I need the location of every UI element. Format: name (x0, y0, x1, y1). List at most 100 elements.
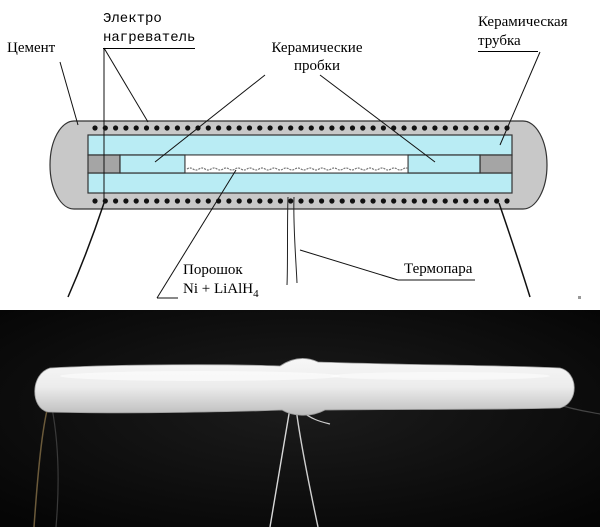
heater-dot (308, 125, 314, 131)
heater-dot (267, 198, 273, 204)
heater-dot (123, 198, 129, 204)
heater-dot (360, 125, 366, 131)
label-tube-line2: трубка (478, 32, 538, 52)
heater-dot (504, 198, 510, 204)
heater-dot (236, 125, 242, 131)
label-thermocouple: Термопара (404, 261, 472, 277)
heater-dot (226, 125, 232, 131)
heater-dot (143, 125, 150, 131)
heater-dot (360, 198, 366, 204)
powder-texture (186, 167, 410, 171)
label-tube: Керамическая трубка (478, 13, 568, 52)
photo-heater-lead-left-2 (51, 407, 59, 527)
heater-dot (463, 125, 469, 131)
heater-dot (370, 198, 376, 204)
heater-dot (432, 125, 438, 131)
heater-dot (277, 198, 283, 204)
photo-thermocouple-wire-1 (269, 407, 291, 527)
heater-dot (102, 198, 108, 204)
label-plugs-line1: Керамические (271, 40, 363, 56)
leader-plugs-left (154, 74, 266, 163)
heater-dot (432, 198, 438, 204)
heater-lead-right (498, 202, 531, 298)
photo-thermocouple-wire-2 (295, 407, 319, 527)
photo-heater-lead-left (33, 405, 49, 527)
heater-dot (185, 125, 191, 131)
label-heater-line2: нагреватель (103, 29, 196, 49)
heater-dot (257, 198, 263, 204)
label-powder-subscript: 4 (253, 288, 259, 300)
heater-dot (339, 198, 345, 204)
heater-dot (483, 198, 489, 204)
heater-dot (473, 125, 479, 131)
heater-dot (380, 198, 386, 204)
leader-plugs-right (319, 74, 436, 163)
label-plugs: Керамические пробки (257, 39, 377, 75)
label-thermocouple-text: Термопара (404, 261, 473, 277)
heater-dot (288, 198, 294, 204)
heater-dot (174, 125, 180, 131)
heater-dot (339, 125, 345, 131)
heater-dot (123, 125, 129, 131)
heater-dot (494, 198, 500, 204)
schematic-diagram (49, 47, 581, 299)
sample-photo (0, 310, 600, 527)
label-cement: Цемент (7, 40, 55, 56)
ceramic-tube-bottom (87, 172, 513, 194)
heater-dot (205, 125, 211, 131)
heater-coil-top (92, 125, 510, 131)
heater-dot (236, 198, 242, 204)
heater-dot (308, 198, 314, 204)
label-cement-text: Цемент (7, 40, 56, 56)
leader-lines (59, 47, 541, 299)
heater-dot (319, 125, 325, 131)
heater-dot (154, 198, 160, 204)
ceramic-plug-right (407, 154, 481, 174)
leader-tube (499, 51, 541, 146)
label-powder-formula: Ni + LiAlH (183, 281, 254, 297)
heater-dot (349, 198, 356, 204)
photo-background (0, 310, 600, 527)
ceramic-tube-top (87, 134, 513, 156)
heater-dot (452, 125, 459, 131)
heater-dot (329, 198, 335, 204)
label-powder-formula-row: Ni + LiAlH4 (183, 280, 259, 304)
heater-dot (246, 198, 253, 204)
heater-dot (411, 198, 417, 204)
powder-sample (184, 154, 409, 174)
heater-dot (133, 125, 139, 131)
heater-dot (205, 198, 211, 204)
heater-dot (92, 198, 98, 204)
heater-dot (267, 125, 273, 131)
leader-cement (59, 61, 79, 126)
heater-dot (452, 198, 459, 204)
heater-dot (349, 125, 356, 131)
label-tube-line1: Керамическая (478, 14, 568, 30)
heater-dot (329, 125, 335, 131)
heater-dot (288, 125, 294, 131)
leader-heater-top (103, 47, 149, 123)
heater-dot (174, 198, 180, 204)
heater-dot (216, 125, 222, 131)
heater-dot (113, 125, 119, 131)
heater-dot (401, 198, 407, 204)
heater-dot (257, 125, 263, 131)
leader-thermocouple (299, 249, 399, 281)
heater-dot (298, 198, 304, 204)
heater-dot (401, 125, 407, 131)
heater-dot (113, 198, 119, 204)
heater-dot (494, 125, 500, 131)
heater-coil-bottom (92, 198, 510, 204)
gray-plug-right (479, 154, 513, 174)
heater-dot (483, 125, 489, 131)
heater-dot (442, 198, 448, 204)
photo-sample-body (34, 358, 575, 416)
heater-dot (298, 125, 304, 131)
thermocouple-wire-2 (293, 196, 298, 284)
label-heater-line1: Электро (103, 11, 162, 27)
leader-powder (156, 169, 237, 299)
heater-dot (319, 198, 325, 204)
label-powder-line1: Порошок (183, 262, 243, 278)
heater-dot (195, 198, 201, 204)
